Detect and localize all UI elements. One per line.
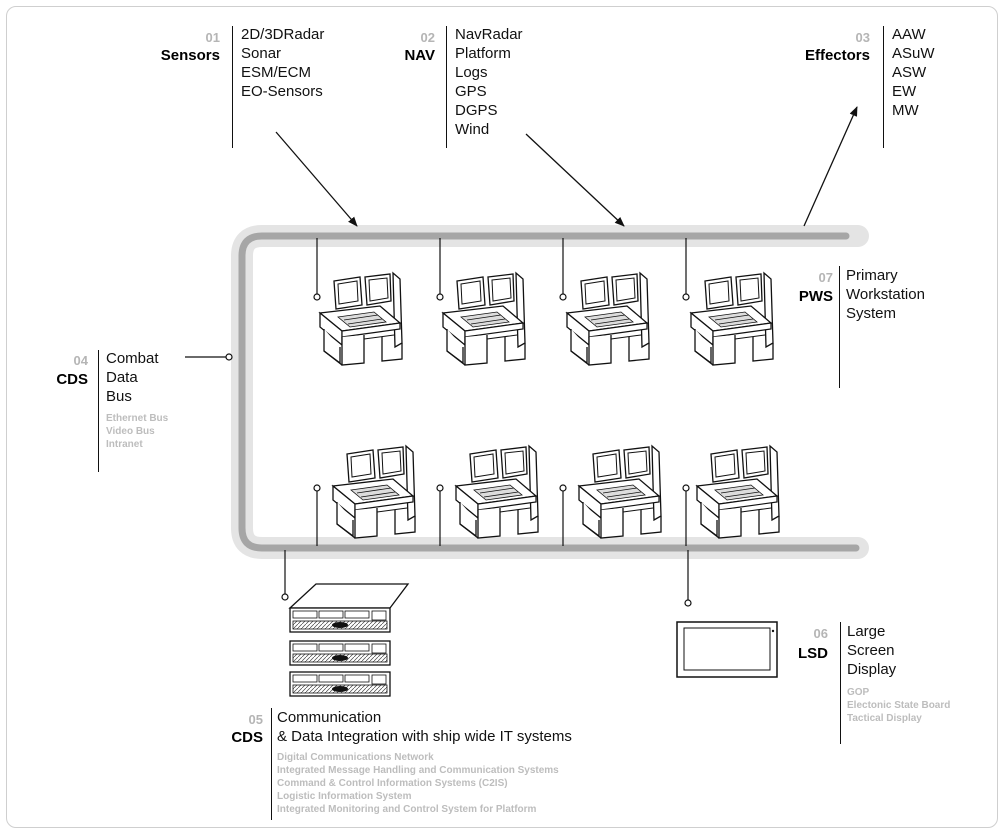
section-06-category: LSD xyxy=(798,645,828,662)
section-04-item: Combat xyxy=(106,350,159,367)
workstation-console-icon xyxy=(566,272,650,366)
section-06-subitem: Tactical Display xyxy=(847,713,922,724)
section-01-item: ESM/ECM xyxy=(241,64,312,81)
section-01-item: 2D/3DRadar xyxy=(241,26,325,43)
section-04-item: Bus xyxy=(106,388,132,405)
section-01-item: EO-Sensors xyxy=(241,83,323,100)
combat-data-bus xyxy=(238,232,860,552)
effectors-arrow xyxy=(803,106,858,227)
workstation-console-icon xyxy=(690,272,774,366)
section-06-item: Large xyxy=(847,623,886,640)
section-04-sublist: Ethernet Bus Video Bus Intranet xyxy=(106,412,168,451)
section-02-category: NAV xyxy=(404,47,435,64)
section-02-items: NavRadar Platform Logs GPS DGPS Wind xyxy=(455,25,523,139)
section-04-item: Data xyxy=(106,369,138,386)
workstation-console-icon xyxy=(578,445,662,539)
section-05-subitem: Integrated Message Handling and Communic… xyxy=(277,765,559,776)
section-04-divider xyxy=(98,350,99,472)
large-screen-display-icon xyxy=(676,621,778,678)
section-04-subitem: Video Bus xyxy=(106,426,155,437)
section-07-items: Primary Workstation System xyxy=(846,266,925,323)
section-05-subitem: Integrated Monitoring and Control System… xyxy=(277,804,537,815)
section-04-items: Combat Data Bus xyxy=(106,349,159,406)
section-05-sublist: Digital Communications Network Integrate… xyxy=(277,751,559,816)
section-03-item: AAW xyxy=(892,26,926,43)
section-02-item: Wind xyxy=(455,121,490,138)
section-03-items: AAW ASuW ASW EW MW xyxy=(892,25,935,120)
section-06-subitem: GOP xyxy=(847,687,870,698)
section-03-category: Effectors xyxy=(804,47,870,64)
diagram-frame xyxy=(6,6,998,828)
section-02-item: NavRadar xyxy=(455,26,523,43)
section-03-item: ASuW xyxy=(892,45,935,62)
section-07-item: Primary xyxy=(846,267,898,284)
section-03-item: MW xyxy=(892,102,919,119)
section-02-item: Platform xyxy=(455,45,511,62)
section-05-item: Communication xyxy=(277,709,382,726)
section-07-item: Workstation xyxy=(846,286,925,303)
nav-arrow xyxy=(525,133,625,227)
section-05-item: & Data Integration with ship wide IT sys… xyxy=(277,728,572,745)
sensors-arrow xyxy=(275,131,358,227)
workstation-console-icon xyxy=(696,445,780,539)
section-06-items: Large Screen Display xyxy=(847,622,896,679)
section-02-number: 02 xyxy=(420,30,435,45)
section-01-item: Sonar xyxy=(241,45,282,62)
section-07-divider xyxy=(839,266,840,388)
section-03-item: EW xyxy=(892,83,917,100)
section-04-subitem: Ethernet Bus xyxy=(106,413,169,424)
section-01-divider xyxy=(232,26,233,148)
section-05-number: 05 xyxy=(248,712,263,727)
section-05-items: Communication & Data Integration with sh… xyxy=(277,708,572,746)
workstation-console-icon xyxy=(319,272,403,366)
section-06-subitem: Electonic State Board xyxy=(847,700,951,711)
section-05-subitem: Command & Control Information Systems (C… xyxy=(277,778,508,789)
section-04-subitem: Intranet xyxy=(106,439,143,450)
server-rack-icon xyxy=(288,583,410,697)
section-06-item: Display xyxy=(847,661,897,678)
section-05-category: CDS xyxy=(231,729,263,746)
section-06-number: 06 xyxy=(813,626,828,641)
section-03-item: ASW xyxy=(892,64,927,81)
section-07-item: System xyxy=(846,305,897,322)
workstation-console-icon xyxy=(332,445,416,539)
section-07-number: 07 xyxy=(818,270,833,285)
section-05-subitem: Digital Communications Network xyxy=(277,752,434,763)
section-02-item: GPS xyxy=(455,83,487,100)
section-02-item: DGPS xyxy=(455,102,498,119)
section-01-items: 2D/3DRadar Sonar ESM/ECM EO-Sensors xyxy=(241,25,324,101)
section-07-category: PWS xyxy=(798,288,833,305)
section-02-divider xyxy=(446,26,447,148)
section-05-subitem: Logistic Information System xyxy=(277,791,412,802)
section-06-item: Screen xyxy=(847,642,895,659)
section-06-divider xyxy=(840,622,841,744)
section-05-divider xyxy=(271,708,272,820)
workstation-console-icon xyxy=(442,272,526,366)
section-02-item: Logs xyxy=(455,64,488,81)
section-03-divider xyxy=(883,26,884,148)
section-01-category: Sensors xyxy=(160,47,220,64)
section-01-number: 01 xyxy=(205,30,220,45)
section-04-number: 04 xyxy=(73,353,88,368)
section-06-sublist: GOP Electonic State Board Tactical Displ… xyxy=(847,686,950,725)
workstation-console-icon xyxy=(455,445,539,539)
section-03-number: 03 xyxy=(855,30,870,45)
section-04-category: CDS xyxy=(56,371,88,388)
